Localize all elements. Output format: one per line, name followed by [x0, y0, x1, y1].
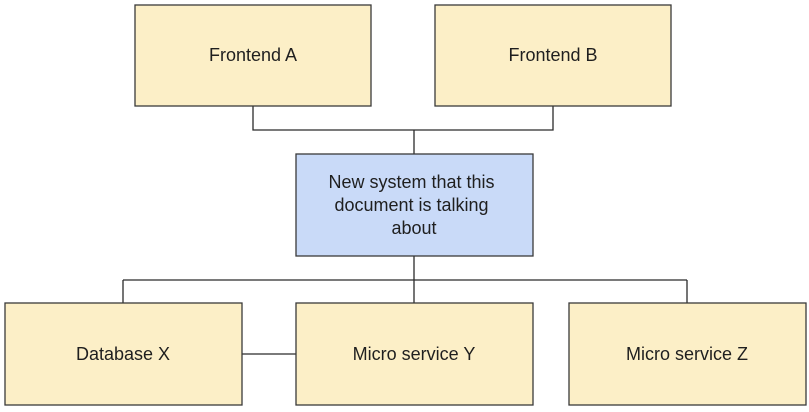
node-new-system-box — [295, 153, 534, 257]
node-frontend-b: Frontend B — [434, 4, 672, 107]
node-micro-service-z-label: Micro service Z — [626, 344, 748, 364]
connector-frontend-a — [252, 106, 414, 131]
node-micro-service-y-box — [295, 302, 534, 406]
node-frontend-b-box — [434, 4, 672, 107]
node-micro-service-y: Micro service Y — [295, 302, 534, 406]
node-micro-service-z: Micro service Z — [568, 302, 807, 406]
node-new-system-label-line-2: document is talking — [334, 195, 488, 215]
connector-frontend-b — [414, 106, 554, 131]
node-frontend-a-box — [134, 4, 372, 107]
node-database-x-label: Database X — [76, 344, 170, 364]
node-new-system-label-line-1: New system that this — [328, 172, 494, 192]
node-new-system: New system that this document is talking… — [295, 153, 534, 257]
node-frontend-a-label: Frontend A — [209, 45, 297, 65]
node-database-x-box — [4, 302, 243, 406]
node-new-system-label: New system that this document is talking… — [328, 172, 499, 238]
node-micro-service-y-label: Micro service Y — [353, 344, 476, 364]
node-frontend-a: Frontend A — [134, 4, 372, 107]
node-frontend-b-label: Frontend B — [508, 45, 597, 65]
node-micro-service-z-box — [568, 302, 807, 406]
node-new-system-label-line-3: about — [391, 218, 436, 238]
node-database-x: Database X — [4, 302, 243, 406]
